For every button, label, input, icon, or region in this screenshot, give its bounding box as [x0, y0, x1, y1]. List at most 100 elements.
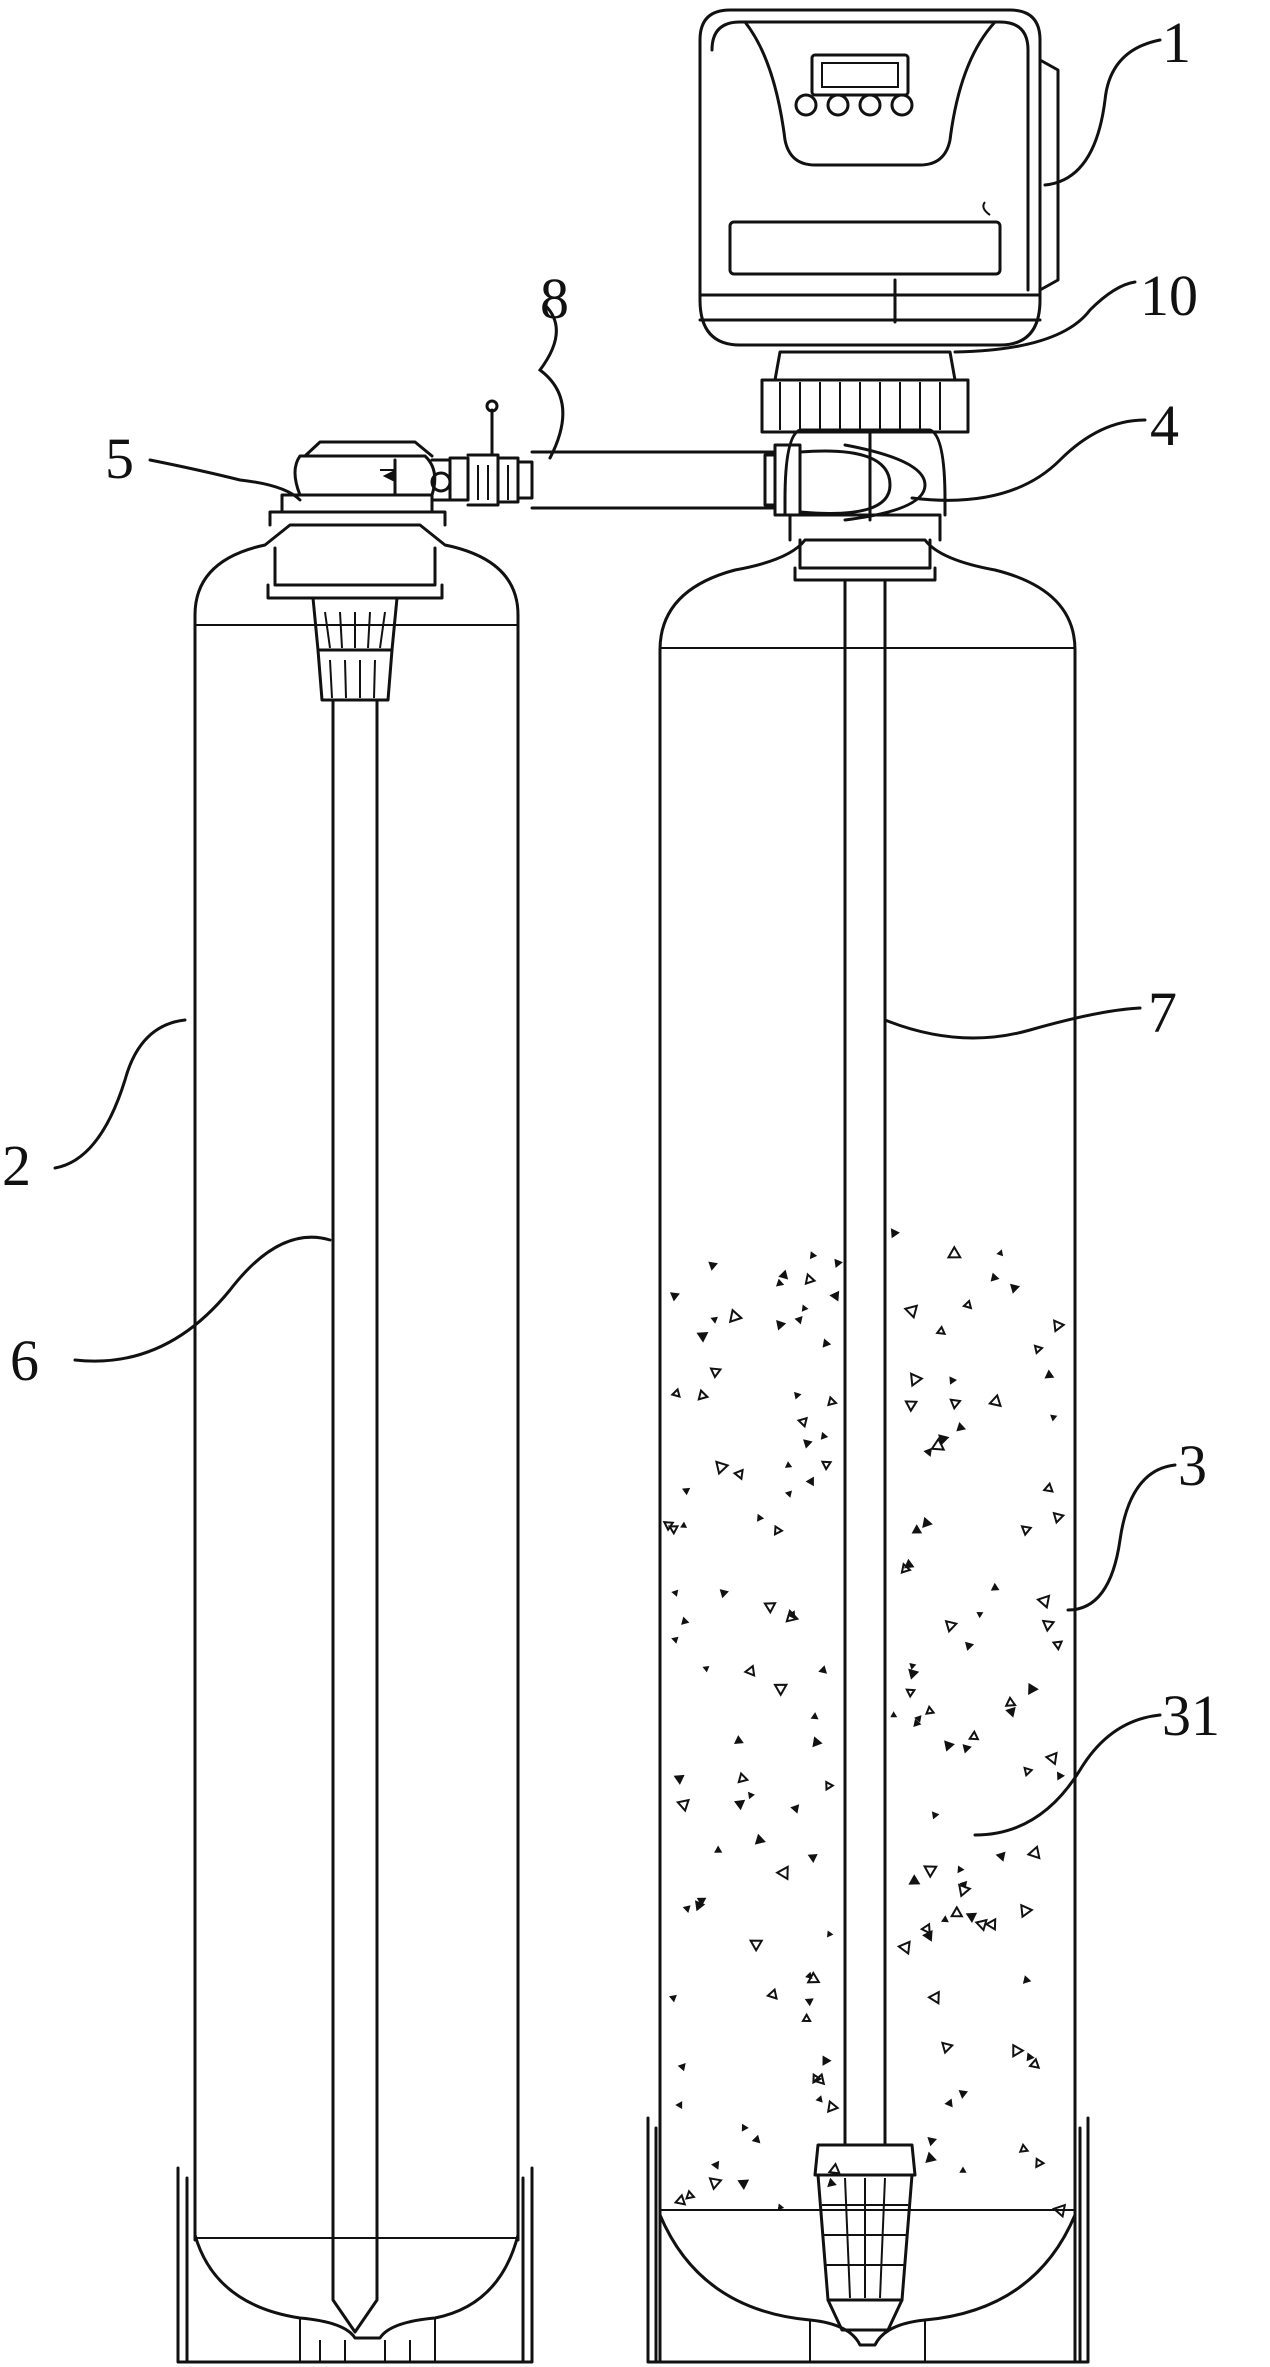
media-particle	[677, 2063, 686, 2072]
media-particle	[671, 1636, 679, 1644]
media-particle	[941, 1915, 949, 1923]
media-particle	[804, 1272, 817, 1286]
connecting-pipe	[530, 450, 777, 510]
media-particle	[923, 1447, 932, 1457]
media-particle	[1035, 2157, 1046, 2169]
media-particle	[711, 2160, 720, 2170]
media-particle	[909, 1372, 924, 1388]
media-particle	[944, 1619, 959, 1634]
media-particle	[905, 1688, 917, 1699]
media-particle	[812, 1736, 823, 1748]
media-particle	[913, 1718, 922, 1727]
media-particle	[922, 1516, 933, 1528]
media-particle	[925, 2151, 937, 2163]
media-particle	[776, 1320, 787, 1331]
media-particle	[909, 1663, 917, 1670]
media-particle	[671, 1589, 679, 1597]
media-particle	[1051, 1640, 1064, 1652]
media-particle	[682, 1487, 691, 1496]
media-particle	[1012, 2043, 1025, 2058]
media-particle	[719, 1589, 729, 1599]
media-particle	[962, 1744, 972, 1754]
media-particle	[673, 2193, 687, 2206]
media-particle	[1052, 1511, 1066, 1525]
media-particle	[696, 1897, 707, 1907]
media-particle	[812, 2072, 826, 2086]
media-particle	[826, 2099, 840, 2114]
media-particle	[695, 1900, 706, 1912]
media-particle	[974, 1918, 988, 1932]
media-particle	[1020, 1525, 1033, 1537]
media-particle	[1042, 1481, 1054, 1493]
media-particle	[904, 1400, 919, 1413]
media-particle	[1005, 1706, 1016, 1718]
media-particle	[734, 1735, 744, 1744]
leader-lines	[53, 38, 1177, 1837]
media-particle	[1053, 1319, 1066, 1333]
label-5: 5	[105, 426, 134, 491]
media-particle	[667, 1525, 680, 1536]
right-center-tube	[843, 580, 887, 2147]
media-particle	[944, 2098, 953, 2108]
media-particle	[773, 1683, 789, 1697]
media-particle	[1028, 2057, 1041, 2070]
media-particle	[990, 1272, 1000, 1282]
media-particle	[949, 1376, 957, 1385]
label-2: 2	[2, 1133, 31, 1198]
media-particle	[708, 2177, 723, 2191]
media-particle	[681, 1616, 690, 1625]
control-button-3	[858, 93, 882, 117]
media-particle	[1023, 1766, 1034, 1778]
media-particle	[669, 1994, 677, 2003]
media-particle	[1051, 2203, 1067, 2219]
media-particle	[778, 1269, 789, 1280]
media-particle	[787, 1610, 796, 1620]
media-particle	[815, 2095, 823, 2103]
media-particle	[957, 1865, 965, 1874]
media-particle	[737, 1771, 750, 1784]
media-particle	[1028, 1682, 1039, 1695]
media-particle	[741, 2123, 749, 2132]
media-particle	[931, 1811, 940, 1820]
media-particle	[801, 2012, 812, 2023]
media-particle	[702, 1666, 710, 1673]
media-particle	[804, 1998, 814, 2007]
control-button-4	[890, 93, 914, 117]
control-button-2	[826, 93, 850, 117]
control-button-1	[794, 93, 818, 117]
media-particle	[715, 1460, 730, 1476]
media-particle	[777, 2203, 785, 2211]
media-particle	[675, 2101, 683, 2109]
media-particle	[990, 1582, 1000, 1591]
media-particle	[1033, 1344, 1044, 1355]
media-particle	[662, 1520, 675, 1532]
media-particle	[896, 1940, 911, 1956]
media-particle	[827, 2162, 841, 2175]
media-particle	[784, 1490, 792, 1498]
left-tank	[176, 399, 534, 2364]
left-riser-tube	[331, 698, 379, 2334]
media-particle	[949, 1905, 964, 1918]
left-top-distributor	[311, 596, 399, 702]
media-particle	[822, 1338, 832, 1348]
media-particle	[826, 1395, 838, 1407]
left-tank-base	[176, 2166, 534, 2364]
media-particle	[737, 2179, 750, 2190]
media-particle	[820, 1431, 829, 1440]
media-particle	[1044, 1369, 1055, 1379]
media-particle	[751, 2134, 761, 2144]
media-particle	[748, 1791, 755, 1800]
media-particle	[834, 1258, 843, 1268]
media-particle	[924, 1704, 936, 1715]
media-particle	[682, 1905, 691, 1913]
media-particle	[805, 1971, 813, 1979]
media-particle	[959, 2166, 967, 2173]
filter-media-particles	[662, 1228, 1067, 2219]
media-particle	[709, 1367, 723, 1379]
media-particle	[1041, 1619, 1056, 1633]
media-particle	[757, 1513, 765, 1522]
label-7: 7	[1148, 980, 1177, 1045]
media-particle	[1026, 2052, 1035, 2062]
media-particle	[976, 1612, 984, 1619]
